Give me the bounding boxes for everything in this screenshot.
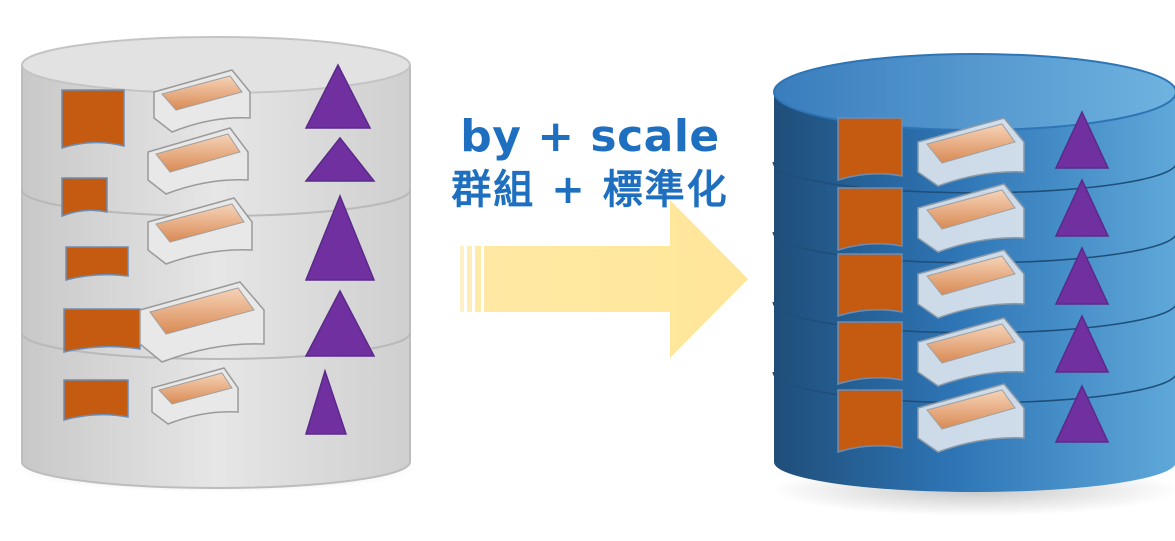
doc-icon: [837, 321, 903, 386]
triangle-icon: [304, 136, 376, 182]
doc-icon: [65, 246, 129, 281]
transform-arrow-icon: [460, 200, 748, 358]
triangle-icon: [304, 289, 376, 357]
doc-icon: [837, 253, 903, 318]
tray-icon: [917, 317, 1025, 387]
triangle-icon: [304, 194, 376, 281]
caption-function-text: by + scale: [460, 111, 720, 162]
tray-icon: [151, 367, 239, 425]
tray-icon: [917, 117, 1025, 187]
doc-icon: [837, 389, 903, 454]
doc-icon: [837, 117, 903, 182]
tray-icon: [147, 127, 249, 195]
tray-icon: [917, 183, 1025, 253]
tray-icon: [917, 249, 1025, 319]
tray-icon: [139, 281, 265, 363]
triangle-icon: [1054, 246, 1110, 305]
doc-icon: [63, 308, 141, 353]
tray-icon: [153, 69, 251, 133]
triangle-icon: [1054, 178, 1110, 237]
tray-icon: [917, 383, 1025, 453]
right-tray-list: [917, 117, 1025, 453]
caption-description-text: 群組 + 標準化: [451, 167, 729, 213]
triangle-icon: [304, 368, 348, 435]
triangle-icon: [1054, 384, 1110, 443]
left-doc-list: [61, 89, 141, 421]
doc-icon: [61, 177, 108, 218]
transform-caption: by + scale 群組 + 標準化: [420, 110, 760, 216]
triangle-icon: [1054, 110, 1110, 169]
doc-icon: [61, 89, 125, 150]
right-triangle-list: [1054, 110, 1110, 443]
triangle-icon: [1054, 314, 1110, 373]
doc-icon: [837, 187, 903, 252]
doc-icon: [63, 379, 129, 421]
tray-icon: [147, 197, 253, 265]
right-doc-list: [837, 117, 903, 454]
left-triangle-list: [304, 63, 376, 435]
triangle-icon: [304, 63, 372, 129]
left-tray-list: [139, 69, 265, 425]
